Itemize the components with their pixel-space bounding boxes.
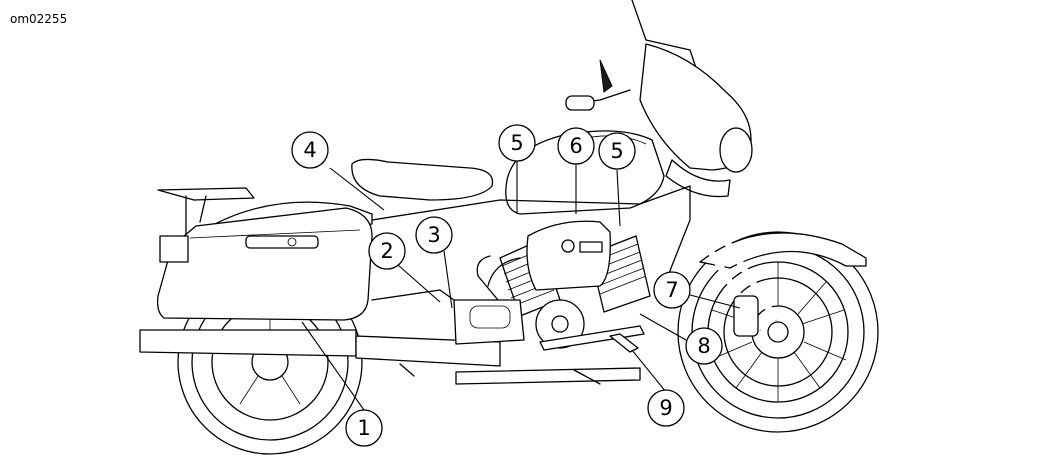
callout-7: 7 xyxy=(653,271,691,309)
svg-text:1: 1 xyxy=(357,416,370,440)
windshield xyxy=(631,0,701,81)
saddlebag xyxy=(156,207,373,321)
svg-text:8: 8 xyxy=(697,334,710,358)
callout-3: 3 xyxy=(415,216,453,254)
callout-9: 9 xyxy=(647,389,685,427)
leader-lines xyxy=(301,161,741,411)
svg-text:4: 4 xyxy=(303,138,316,162)
mirror xyxy=(599,59,613,93)
headlamp xyxy=(719,127,753,173)
callout-1: 1 xyxy=(345,409,383,447)
saddlebag-badge xyxy=(245,235,319,249)
callout-4: 4 xyxy=(291,131,329,169)
svg-text:6: 6 xyxy=(569,134,582,158)
air-cleaner-cover xyxy=(526,220,611,291)
floorboard xyxy=(539,325,645,351)
callout-5-left: 5 xyxy=(498,124,536,162)
callout-8: 8 xyxy=(685,327,723,365)
callout-2: 2 xyxy=(368,232,406,270)
front-brake-caliper xyxy=(733,295,759,337)
svg-text:2: 2 xyxy=(380,239,393,263)
svg-text:5: 5 xyxy=(610,139,623,163)
callout-5-right: 5 xyxy=(598,132,636,170)
figure-id-label: om02255 xyxy=(10,12,68,26)
engine xyxy=(453,220,651,349)
svg-text:5: 5 xyxy=(510,131,523,155)
seat xyxy=(351,158,494,201)
tail-lamp xyxy=(159,235,189,263)
luggage-rack xyxy=(157,187,255,201)
hand-grip xyxy=(565,95,595,111)
svg-text:9: 9 xyxy=(659,396,672,420)
svg-text:3: 3 xyxy=(427,223,440,247)
callout-6: 6 xyxy=(557,127,595,165)
svg-text:7: 7 xyxy=(665,278,678,302)
